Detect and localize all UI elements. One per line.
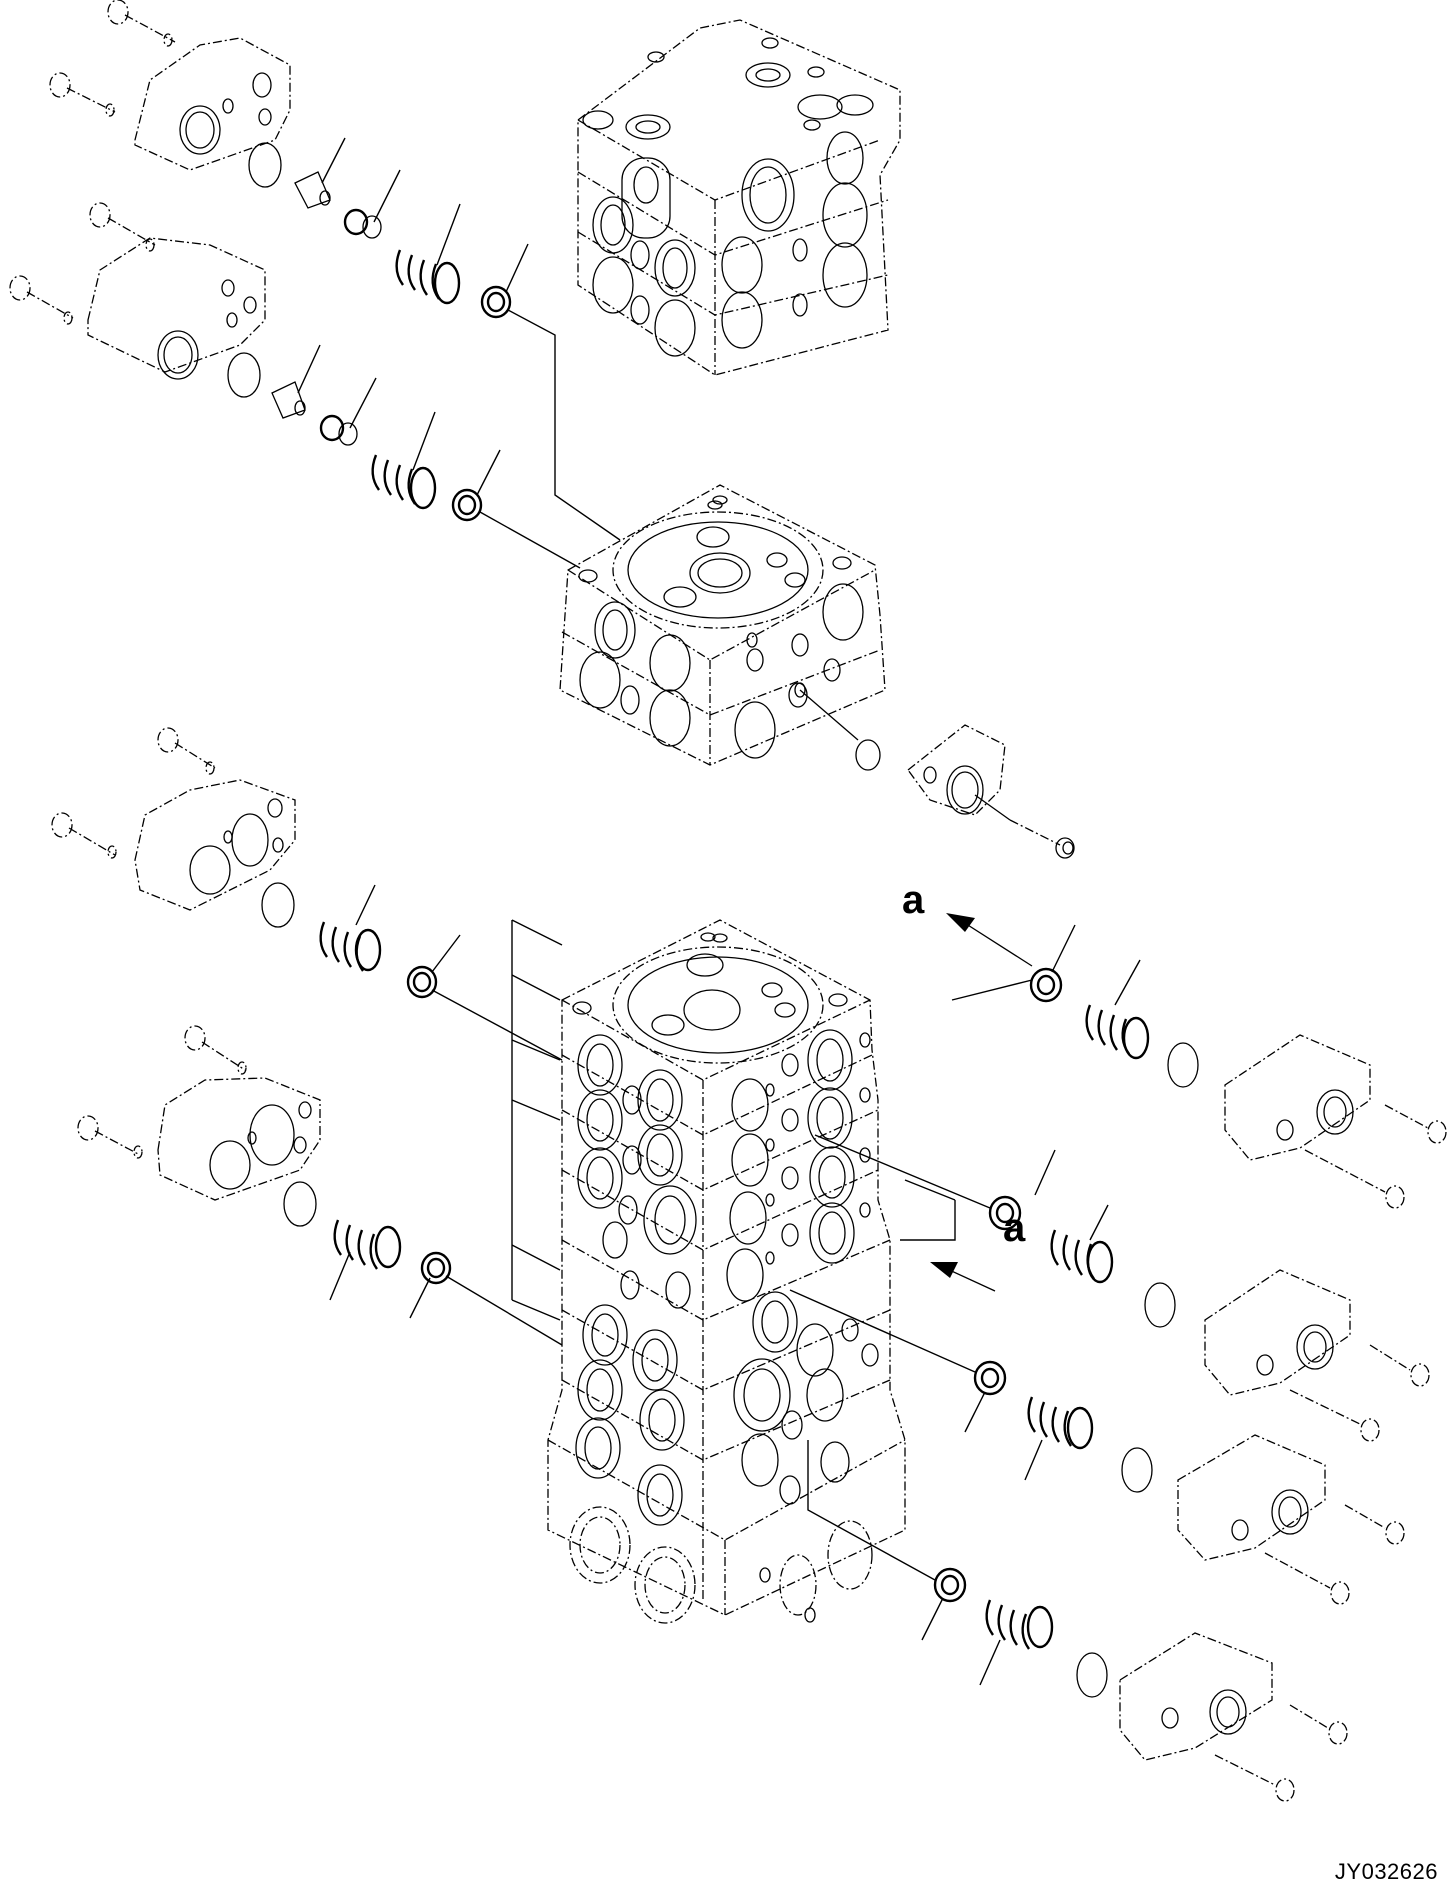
spring-icon: [395, 249, 461, 305]
bolt-icon: [1214, 1704, 1348, 1802]
seal-ring: [988, 1195, 1022, 1231]
upper-valve-block: [577, 19, 901, 376]
spring-icon: [1050, 1229, 1114, 1284]
reference-arrow-a-upper: [946, 913, 1033, 967]
bolt-icon: [77, 1025, 247, 1159]
seal-ring: [451, 488, 483, 522]
seal-ring: [420, 1251, 452, 1285]
right-end-cover-3: [789, 1289, 1405, 1605]
leader-frame: [900, 1200, 956, 1241]
seal-ring: [1029, 967, 1063, 1003]
reference-label-a-upper: a: [902, 878, 925, 922]
left-end-cover-1: [49, 0, 621, 541]
seal-ring: [480, 285, 512, 319]
drawing-id: JY032626: [1334, 1859, 1438, 1884]
spool-plug: [294, 171, 331, 209]
spring-icon: [1027, 1396, 1094, 1450]
spring-icon: [371, 454, 437, 510]
spring-icon: [333, 1219, 402, 1270]
small-end-cover: [799, 689, 1075, 859]
bolt-icon: [49, 0, 176, 117]
bolt-icon: [1289, 1344, 1430, 1442]
right-end-cover-2: [814, 1134, 1430, 1442]
reference-label-a-lower: a: [1003, 1206, 1026, 1250]
collar: [343, 208, 382, 239]
left-end-cover-3: [51, 727, 563, 1061]
reference-arrow-a-lower: [930, 1262, 996, 1292]
bolt-icon: [51, 727, 216, 859]
right-end-cover-1: [951, 924, 1447, 1209]
right-end-cover-4: [807, 1440, 1348, 1802]
bolt-icon: [1264, 1504, 1405, 1605]
bolt-icon: [9, 202, 156, 325]
middle-valve-block: [559, 484, 886, 766]
spring-icon: [319, 921, 382, 972]
collar: [319, 414, 358, 446]
spool-plug: [271, 381, 306, 419]
seal-ring: [973, 1360, 1007, 1396]
spring-icon: [985, 1599, 1054, 1650]
left-end-cover-4: [77, 1025, 563, 1346]
left-end-cover-2: [9, 202, 581, 569]
seal-ring: [933, 1567, 967, 1603]
main-valve-stack: [511, 919, 906, 1624]
leader-frame: [904, 1179, 956, 1201]
seal-ring: [406, 965, 438, 999]
spring-icon: [1085, 1004, 1150, 1060]
bolt-icon: [1304, 1104, 1447, 1209]
